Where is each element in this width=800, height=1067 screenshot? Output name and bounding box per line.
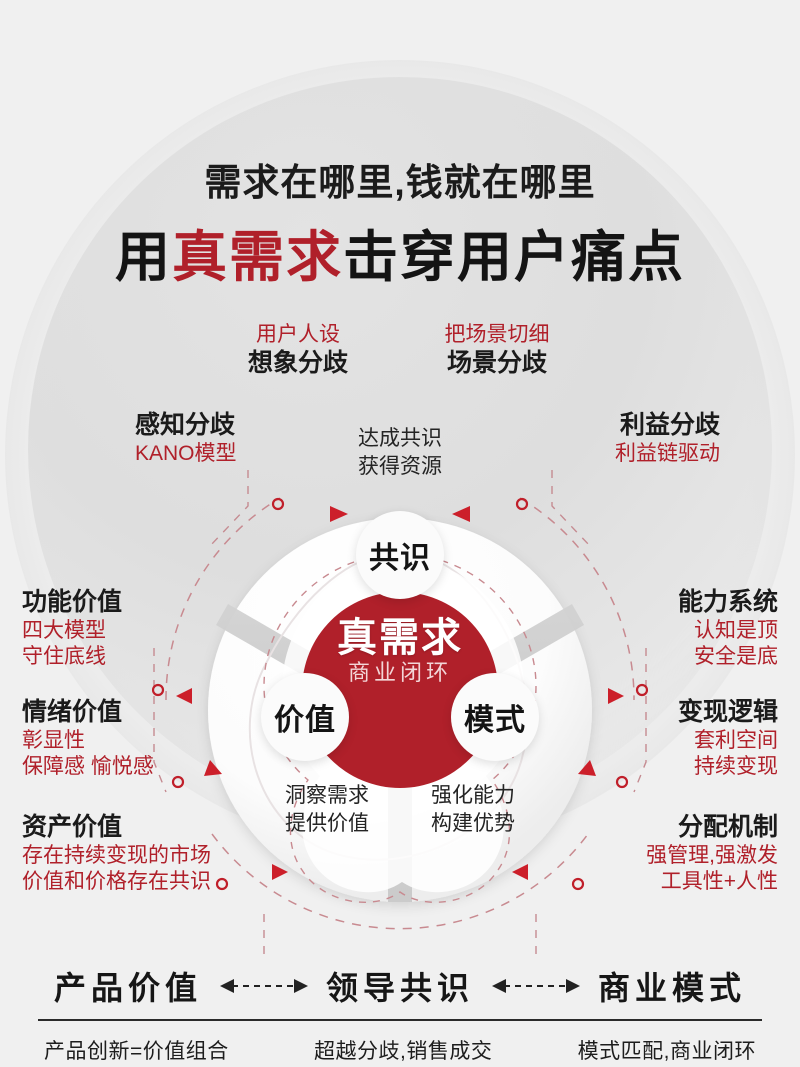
bubble-model[interactable]: 模式 [451,673,539,761]
core-subtitle: 商业闭环 [347,660,452,685]
label-monetization-logic: 变现逻辑 套利空间 持续变现 [677,698,778,778]
page-subtitle: 需求在哪里,钱就在哪里 [204,162,596,203]
footer-pillar-row: 产品价值 领导共识 商业模式 [0,963,800,1009]
footer-caption-model: 模式匹配,商业闭环 [577,1040,756,1063]
bubble-value[interactable]: 价值 [261,673,349,761]
double-arrow-icon-right [490,975,582,997]
arc-nodes [152,497,648,891]
arc-pointers [176,506,624,880]
title-highlight: 真需求 [171,226,343,288]
footer-summary: 产品价值 领导共识 商业模式 产品创新=价值组合 超越分歧,销 [0,963,800,1065]
label-capability-system: 能力系统 认知是顶 安全是底 [677,588,778,668]
core-title: 真需求 [337,616,463,660]
label-functional-value: 功能价值 四大模型 守住底线 [22,588,123,668]
label-asset-value: 资产价值 存在持续变现的市场 价值和价格存在共识 [22,813,211,893]
title-suffix: 击穿用户痛点 [343,226,686,288]
footer-divider [38,1019,762,1021]
label-allocation-mechanism: 分配机制 强管理,强激发 工具性+人性 [646,813,778,893]
outer-dashed-arcs [165,497,635,930]
core-circle [302,592,498,788]
footer-caption-consensus: 超越分歧,销售成交 [314,1040,493,1063]
label-scenario-divergence: 把场景切细 场景分歧 [444,323,550,377]
footer-pillar-product-value: 产品价值 [53,970,202,1006]
footer-pillar-leader-consensus: 领导共识 [325,970,474,1006]
footer-caption-row: 产品创新=价值组合 超越分歧,销售成交 模式匹配,商业闭环 [0,1021,800,1065]
inner-dashed-ring [263,553,537,903]
label-emotional-value: 情绪价值 彰显性 保障感 愉悦感 [22,698,154,778]
inner-label-bottom-right: 强化能力 构建优势 [431,784,515,835]
trefoil-wheel-diagram [152,462,648,958]
label-interest-divergence: 利益分歧 利益链驱动 [615,411,720,465]
label-imagination-divergence: 用户人设 想象分歧 [247,323,348,377]
inner-label-top: 达成共识 获得资源 [358,427,442,478]
inner-label-bottom-left: 洞察需求 提供价值 [285,784,369,835]
footer-pillar-business-model: 商业模式 [598,970,747,1006]
double-arrow-icon-left [218,975,310,997]
title-prefix: 用 [114,226,172,288]
bubble-consensus[interactable]: 共识 [356,511,444,599]
footer-caption-product: 产品创新=价值组合 [44,1040,229,1063]
label-perception-divergence: 感知分歧 KANO模型 [135,411,237,465]
page-title: 用真需求击穿用户痛点 [0,212,800,292]
